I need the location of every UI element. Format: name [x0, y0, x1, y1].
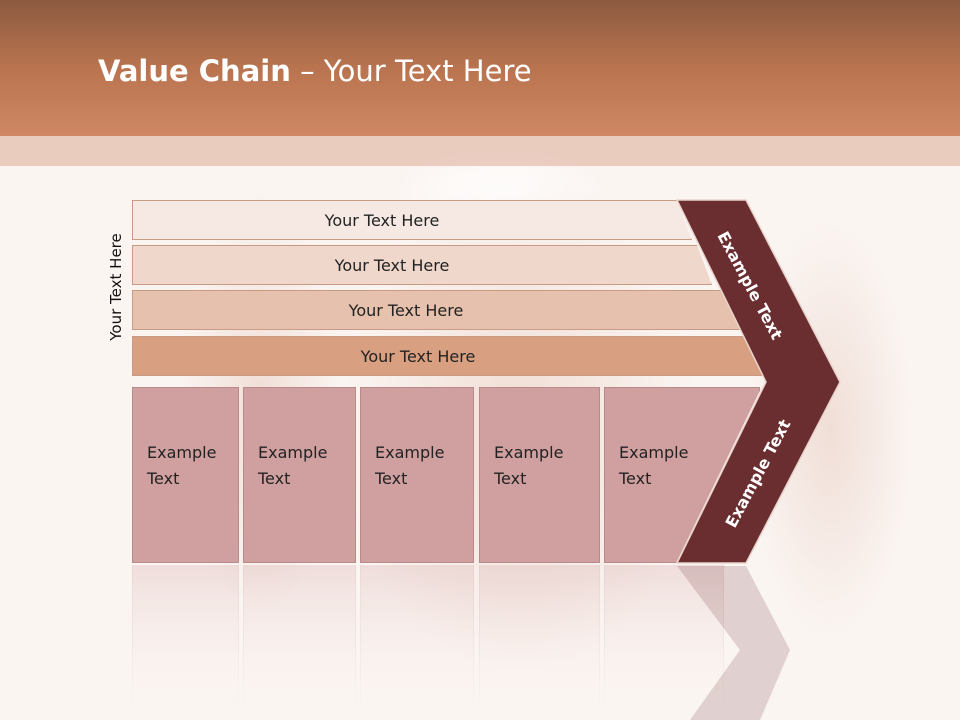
reflection-cell [360, 565, 474, 715]
bar-1: Your Text Here [132, 200, 692, 240]
bar-2: Your Text Here [132, 245, 712, 285]
bar-3: Your Text Here [132, 290, 740, 330]
header-strip [0, 136, 960, 166]
cell-3-label: Example Text [375, 443, 445, 488]
bar-1-label: Your Text Here [324, 210, 440, 230]
bar-2-label: Your Text Here [334, 255, 450, 275]
reflection-cell [479, 565, 600, 715]
cell-2: Example Text [243, 387, 356, 563]
reflection-cell [604, 565, 724, 715]
bar-4-label: Your Text Here [360, 346, 476, 366]
cell-2-label: Example Text [258, 443, 328, 488]
bar-3-label: Your Text Here [348, 300, 464, 320]
chevron-shape [675, 199, 841, 564]
cell-4: Example Text [479, 387, 600, 563]
title-rest: – Your Text Here [290, 54, 532, 88]
cell-4-label: Example Text [494, 443, 564, 488]
slide-title: Value Chain – Your Text Here [98, 54, 532, 94]
cell-3: Example Text [360, 387, 474, 563]
reflection [130, 565, 840, 715]
cell-1-label: Example Text [147, 443, 217, 488]
bar-4: Your Text Here [132, 336, 764, 376]
header-band [0, 0, 960, 136]
cell-1: Example Text [132, 387, 239, 563]
reflection-cell [243, 565, 356, 715]
reflection-cell [132, 565, 239, 715]
chevron-reflection [677, 566, 790, 720]
cell-5-label: Example Text [619, 443, 689, 488]
title-bold: Value Chain [98, 54, 291, 88]
